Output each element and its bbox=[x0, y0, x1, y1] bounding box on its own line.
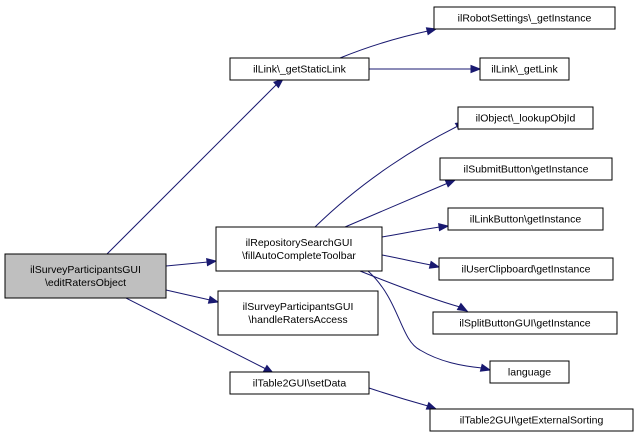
node-box bbox=[432, 311, 618, 335]
node-label: ilRobotSettings\_getInstance bbox=[458, 13, 592, 25]
node-getLink[interactable]: ilLink\_getLink bbox=[479, 57, 570, 81]
node-label: ilObject\_lookupObjId bbox=[476, 113, 576, 125]
edge-root-to-getStaticLink bbox=[106, 78, 285, 255]
node-box bbox=[489, 360, 570, 384]
node-userClipboard[interactable]: ilUserClipboard\getInstance bbox=[438, 257, 614, 281]
arrowhead bbox=[273, 78, 285, 89]
node-label: ilLinkButton\getInstance bbox=[470, 214, 582, 226]
edge-fillToolbar-to-language bbox=[367, 270, 492, 372]
arrowhead bbox=[425, 401, 438, 410]
node-box bbox=[4, 253, 167, 299]
node-label: ilSplitButtonGUI\getInstance bbox=[459, 318, 590, 330]
node-box bbox=[457, 106, 594, 130]
node-box bbox=[215, 226, 383, 272]
node-box bbox=[429, 408, 634, 432]
node-box bbox=[447, 207, 604, 231]
node-box bbox=[229, 371, 370, 395]
node-label: ilLink\_getStaticLink bbox=[253, 64, 347, 76]
edge-setData-to-externalSorting bbox=[368, 387, 438, 410]
node-robotSettings[interactable]: ilRobotSettings\_getInstance bbox=[433, 6, 616, 30]
node-getStaticLink[interactable]: ilLink\_getStaticLink bbox=[229, 57, 370, 81]
node-root[interactable]: ilSurveyParticipantsGUI\editRatersObject bbox=[4, 253, 167, 299]
node-submitButton[interactable]: ilSubmitButton\getInstance bbox=[439, 157, 613, 181]
arrowhead bbox=[470, 64, 482, 74]
node-label: ilLink\_getLink bbox=[491, 64, 558, 76]
arrowhead bbox=[444, 179, 457, 188]
edge-getStaticLink-to-getLink bbox=[369, 64, 482, 74]
arrowhead bbox=[206, 257, 218, 267]
node-splitButton[interactable]: ilSplitButtonGUI\getInstance bbox=[432, 311, 618, 335]
edge-root-to-handleRaters bbox=[165, 289, 220, 304]
arrowhead bbox=[456, 302, 469, 312]
node-externalSorting[interactable]: ilTable2GUI\getExternalSorting bbox=[429, 408, 634, 432]
node-label: ilTable2GUI\setData bbox=[253, 378, 347, 390]
node-label: ilSurveyParticipantsGUI bbox=[243, 301, 354, 313]
node-label: \editRatersObject bbox=[45, 277, 126, 289]
arrowhead bbox=[207, 295, 220, 304]
node-box bbox=[217, 290, 379, 336]
edge-getStaticLink-to-robotSettings bbox=[339, 27, 438, 59]
node-label: \fillAutoCompleteToolbar bbox=[242, 250, 356, 262]
node-setData[interactable]: ilTable2GUI\setData bbox=[229, 371, 370, 395]
node-box bbox=[438, 257, 614, 281]
node-box bbox=[479, 57, 570, 81]
node-label: language bbox=[508, 367, 551, 379]
edge-fillToolbar-to-submitButton bbox=[344, 179, 457, 228]
edge-fillToolbar-to-linkButton bbox=[381, 222, 450, 238]
edge-fillToolbar-to-userClipboard bbox=[381, 254, 441, 269]
arrowhead bbox=[438, 222, 450, 232]
edge-root-to-fillToolbar bbox=[165, 257, 218, 267]
node-label: ilSurveyParticipantsGUI bbox=[30, 264, 141, 276]
node-label: ilSubmitButton\getInstance bbox=[464, 164, 589, 176]
arrowhead bbox=[479, 363, 492, 372]
node-box bbox=[439, 157, 613, 181]
arrowhead bbox=[428, 260, 441, 269]
node-language[interactable]: language bbox=[489, 360, 570, 384]
node-box bbox=[433, 6, 616, 30]
node-handleRaters[interactable]: ilSurveyParticipantsGUI\handleRatersAcce… bbox=[217, 290, 379, 336]
node-label: \handleRatersAccess bbox=[248, 314, 347, 326]
node-label: ilRepositorySearchGUI bbox=[246, 237, 353, 249]
node-label: ilTable2GUI\getExternalSorting bbox=[460, 415, 604, 427]
node-label: ilUserClipboard\getInstance bbox=[462, 264, 591, 276]
node-box bbox=[229, 57, 370, 81]
node-lookupObjId[interactable]: ilObject\_lookupObjId bbox=[457, 106, 594, 130]
node-fillToolbar[interactable]: ilRepositorySearchGUI\fillAutoCompleteTo… bbox=[215, 226, 383, 272]
node-linkButton[interactable]: ilLinkButton\getInstance bbox=[447, 207, 604, 231]
